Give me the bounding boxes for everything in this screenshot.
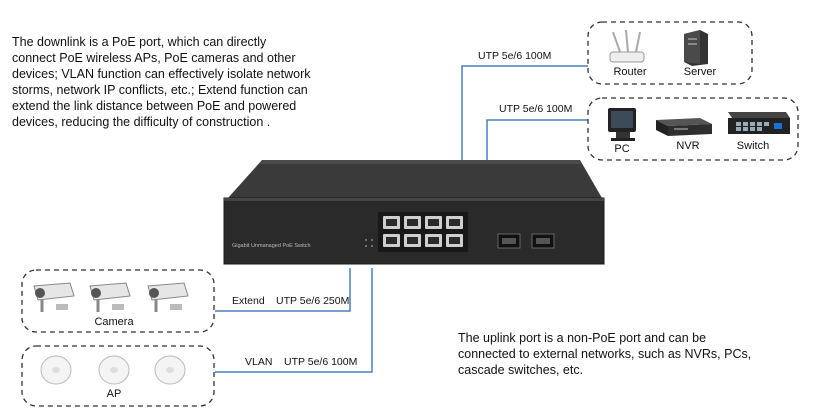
router-label: Router — [613, 66, 647, 78]
vlan-cable-label: UTP 5e/6 100M — [284, 356, 358, 368]
nvr-label: NVR — [676, 140, 700, 152]
router-server-group — [587, 21, 753, 85]
poe-switch: Gigabit Unmanaged PoE Switch — [223, 160, 605, 265]
ap-icon — [154, 355, 186, 385]
camera-label: Camera — [94, 316, 134, 328]
pc-icon — [608, 108, 636, 141]
vlan-mode-label: VLAN — [245, 356, 273, 368]
ap-icon — [40, 355, 72, 385]
ap-group — [21, 345, 215, 407]
server-label: Server — [683, 66, 717, 78]
downlink-line-vlan — [215, 268, 373, 373]
link-lines — [215, 65, 588, 373]
extend-cable-label: UTP 5e/6 250M — [276, 295, 350, 307]
extend-mode-label: Extend — [232, 295, 265, 307]
camera-icon — [89, 282, 131, 312]
nvr-icon — [656, 118, 712, 136]
pc-label: PC — [614, 143, 630, 155]
downlink-note: The downlink is a PoE port, which can di… — [12, 35, 311, 129]
switch-icon — [728, 112, 790, 134]
uplink-line-1 — [461, 65, 588, 160]
switch-label: Switch — [736, 140, 770, 152]
uplink-cable-label-1: UTP 5e/6 100M — [478, 50, 552, 62]
uplink-line-2 — [486, 119, 588, 160]
pc-nvr-switch-group — [587, 97, 799, 161]
camera-icon — [147, 282, 189, 312]
router-icon — [609, 29, 645, 63]
ap-icon — [98, 355, 130, 385]
ap-label: AP — [106, 388, 122, 400]
uplink-note: The uplink port is a non-PoE port and ca… — [458, 331, 752, 377]
uplink-cable-label-2: UTP 5e/6 100M — [499, 103, 573, 115]
camera-icon — [33, 282, 75, 312]
switch-model-label: Gigabit Unmanaged PoE Switch — [232, 243, 311, 249]
server-icon — [684, 30, 708, 66]
camera-group — [21, 269, 215, 333]
downlink-line-extend — [215, 268, 351, 312]
